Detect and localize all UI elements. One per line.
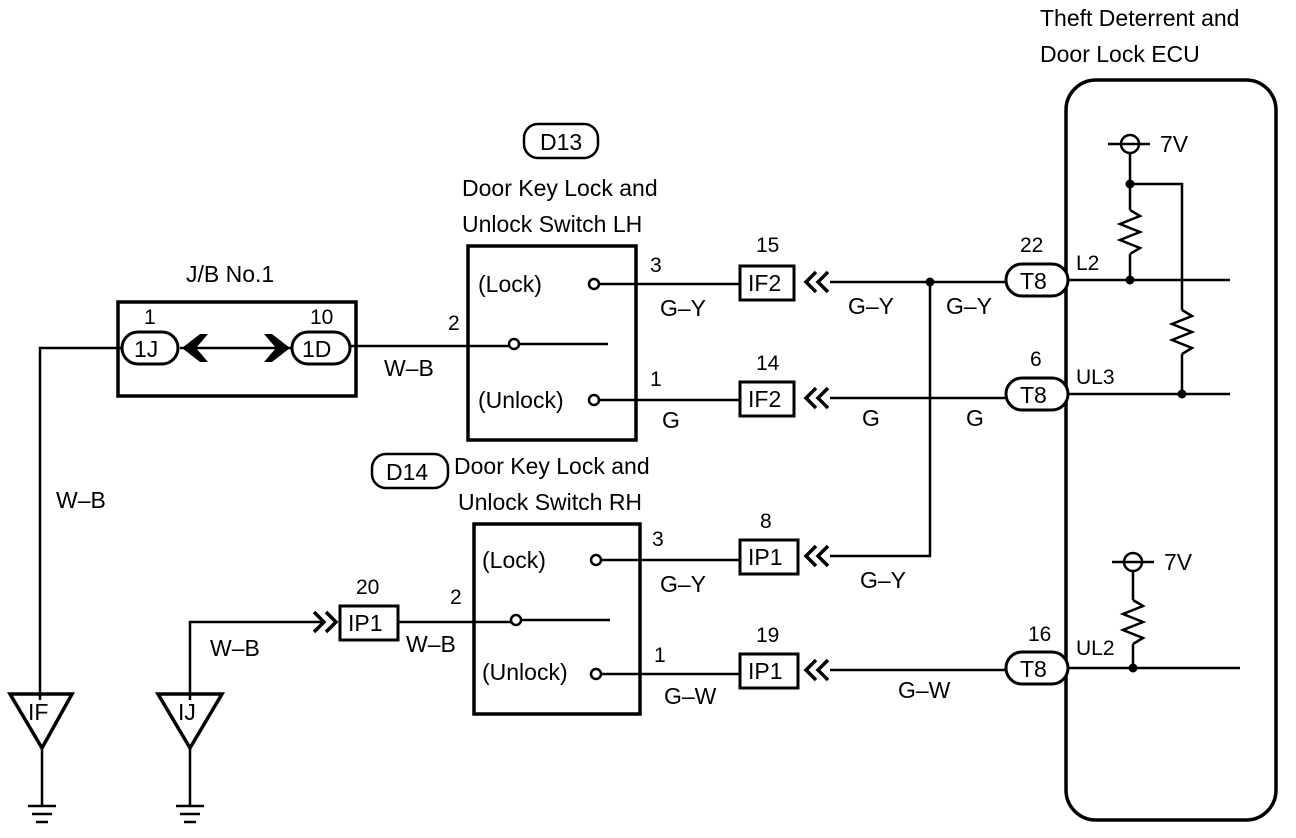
t8-a-label: T8 [1020,268,1047,294]
d14-name-line2: Unlock Switch RH [458,489,642,515]
ground-if: IF [6,692,75,824]
d13-pin-2: 2 [448,312,460,335]
signal-ul3: UL3 [1076,366,1115,389]
jb-conn-1j: 1J [134,336,158,362]
wire-gy-2: G–Y [946,293,992,319]
signal-ul2: UL2 [1076,637,1115,660]
connector-t8-6: 6 T8 [1004,348,1070,412]
resistor-icon [1168,308,1196,356]
d13-unlock-label: (Unlock) [478,387,564,413]
d13-name-line1: Door Key Lock and [462,175,658,201]
resistor-icon [1116,208,1144,256]
t8-b-label: T8 [1020,382,1047,408]
wire-gy-5: G–Y [660,571,706,597]
wire-wb-4: W–B [406,631,456,657]
if2-bot-label: IF2 [748,386,781,412]
d13-pin-1: 1 [650,368,662,391]
chevron-icon [264,334,290,362]
signal-l2: L2 [1076,252,1099,275]
d14-code-badge [370,452,450,490]
ecu-voltage-top: 7V [1160,131,1189,157]
t8-c-label: T8 [1020,656,1047,682]
d13-lock-label: (Lock) [478,271,542,297]
d14-pin-2: 2 [450,586,462,609]
if2-top-label: IF2 [748,270,781,296]
wire-wb-1: W–B [384,355,434,381]
ip1-c-label: IP1 [348,610,383,636]
connector-ip1-19: 19 IP1 [738,624,800,690]
d13-name-line2: Unlock Switch LH [462,211,642,237]
ground-icon [176,804,204,824]
connector-t8-16: 16 T8 [1004,623,1070,686]
wire-g-1: G [862,405,880,431]
connector-ip1-8: 8 IP1 [738,510,800,576]
d14-lock-label: (Lock) [482,547,546,573]
ip1-b-label: IP1 [748,658,783,684]
d13-code-badge [522,122,600,160]
ecu: Theft Deterrent and Door Lock ECU 7V L2 … [1040,5,1278,822]
connector-if2-14: 14 IF2 [738,352,796,418]
jb-pin-10: 10 [310,306,333,329]
ecu-voltage-bottom: 7V [1164,549,1193,575]
wire-gy-3: G–Y [860,567,906,593]
wire-wb-2: W–B [56,487,106,513]
d13-pin-3: 3 [650,254,662,277]
switch-d13: D13 Door Key Lock and Unlock Switch LH (… [462,122,658,442]
wire-g-3: G [662,407,680,433]
ground-if-label: IF [28,699,48,725]
d14-pin-1: 1 [654,644,666,667]
wire-wb-3: W–B [210,635,260,661]
connector-t8-22: 22 T8 [1004,234,1070,298]
ground-ij-label: IJ [178,699,196,725]
jb-conn-1d: 1D [302,336,331,362]
d14-unlock-label: (Unlock) [482,659,568,685]
jb-pin-1: 1 [144,306,156,329]
switch-d14: D14 Door Key Lock and Unlock Switch RH (… [370,452,650,716]
connector-ip1-20: 20 IP1 [338,576,400,642]
wire-g-2: G [966,405,984,431]
ecu-title-line2: Door Lock ECU [1040,41,1200,67]
pin-14: 14 [756,352,780,375]
pin-16: 16 [1028,623,1051,646]
wire-gw-2: G–W [664,683,717,709]
ecu-box [1064,78,1278,822]
chevron-icon [803,270,830,682]
ip1-a-label: IP1 [748,544,783,570]
ecu-title-line1: Theft Deterrent and [1040,5,1239,31]
wire-gy-1: G–Y [848,293,894,319]
pin-20: 20 [356,576,379,599]
d14-name-line1: Door Key Lock and [454,453,650,479]
d14-pin-3: 3 [652,528,664,551]
jb-title: J/B No.1 [186,261,274,287]
d14-code: D14 [386,459,428,485]
resistor-icon [1119,598,1147,646]
pin-15: 15 [756,234,779,257]
d13-code: D13 [540,129,582,155]
pin-6: 6 [1030,348,1042,371]
pin-8: 8 [760,510,772,533]
chevron-icon [182,334,208,362]
junction-block: J/B No.1 1 10 1J 1D [116,261,358,398]
wire-gw-1: G–W [898,677,951,703]
connector-if2-15: 15 IF2 [738,234,796,302]
ground-ij: IJ [154,692,226,824]
wire-gy-4: G–Y [660,295,706,321]
pin-19: 19 [756,624,779,647]
ground-icon [28,804,56,824]
pin-22: 22 [1020,234,1043,257]
